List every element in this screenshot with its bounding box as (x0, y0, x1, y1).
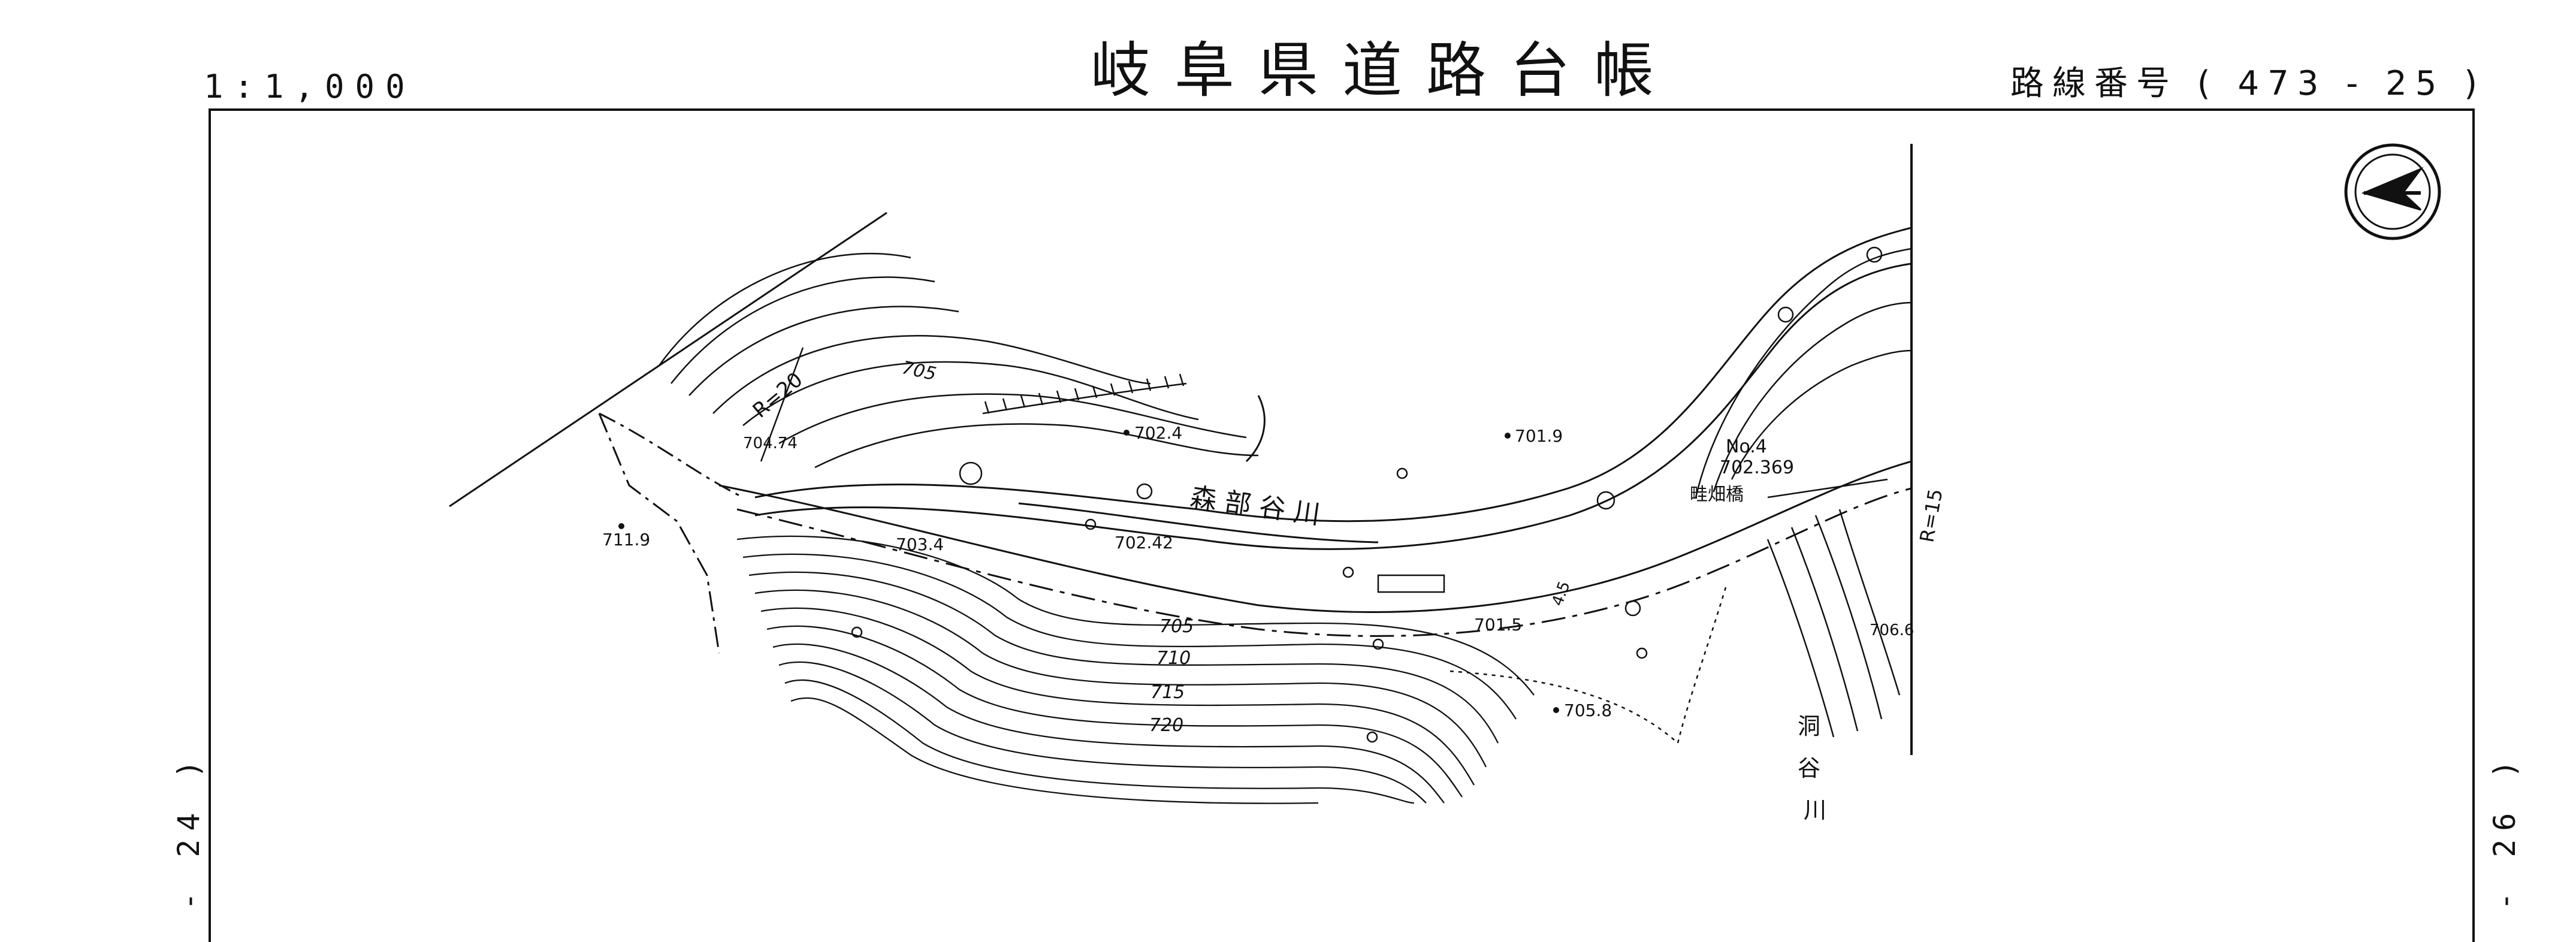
station-elevation: 702.369 (1720, 457, 1794, 478)
river-name-horadani-3: 川 (1804, 797, 1826, 823)
spot-elevation: 705.8 (1564, 701, 1612, 720)
tree-symbol (1136, 483, 1153, 500)
survey-point (1085, 518, 1097, 530)
bank-hatching (982, 373, 1187, 415)
spot-elevation: 706.6 (1870, 621, 1914, 639)
bridge-name: 畦畑橋 (1690, 484, 1744, 505)
building-symbol (1377, 574, 1445, 593)
spot-elevation: 704.74 (743, 434, 798, 452)
upper-contours (658, 253, 1259, 469)
right-contours (1449, 247, 1912, 744)
river-name-horadani-1: 洞 (1798, 713, 1820, 739)
contour-label: 705 (1159, 616, 1194, 637)
survey-point (1366, 731, 1378, 743)
survey-point (851, 626, 863, 638)
river-name-horadani-2: 谷 (1798, 755, 1820, 781)
boundary-line-left (598, 413, 720, 654)
survey-point (1636, 647, 1648, 659)
tree-symbol (959, 461, 983, 485)
survey-point (1396, 467, 1408, 479)
slope-edge-line (449, 212, 887, 508)
spot-elevation: 702.42 (1115, 533, 1173, 552)
north-arrow-icon (2344, 143, 2441, 240)
map-scale: 1:1,000 (204, 68, 416, 105)
spot-elevation: 702.4 (1134, 423, 1182, 443)
radius-leader-right (1767, 478, 1888, 499)
contour-label: 710 (1156, 648, 1191, 669)
tree-symbol (1596, 491, 1615, 510)
spot-elevation: 711.9 (602, 530, 650, 550)
lower-contours (736, 535, 1535, 804)
survey-point (1624, 600, 1641, 617)
route-number: 路線番号 ( 473 - 25 ) (2010, 64, 2486, 103)
map-frame (209, 108, 2475, 942)
radius-label-right: R=15 (1915, 487, 1947, 544)
contour-label: 715 (1150, 682, 1185, 703)
river-name-morobetani: 森 部 谷 川 (1188, 482, 1322, 530)
spot-elevation: 703.4 (896, 535, 944, 554)
river-morobetani (754, 227, 1912, 550)
survey-point (1372, 638, 1384, 650)
radius-leader-left (760, 347, 804, 462)
survey-point (1342, 566, 1354, 578)
contour-label: 720 (1149, 715, 1183, 736)
road-width-label: 4.5 (1548, 579, 1574, 608)
spot-elevation: 701.5 (1474, 615, 1522, 635)
tree-symbol (1777, 306, 1794, 323)
tree-symbol (1866, 246, 1883, 263)
spot-elevation: 701.9 (1515, 426, 1563, 446)
page-title: 岐阜県道路台帳 (1091, 35, 1678, 105)
station-label: No.4 (1726, 436, 1767, 457)
